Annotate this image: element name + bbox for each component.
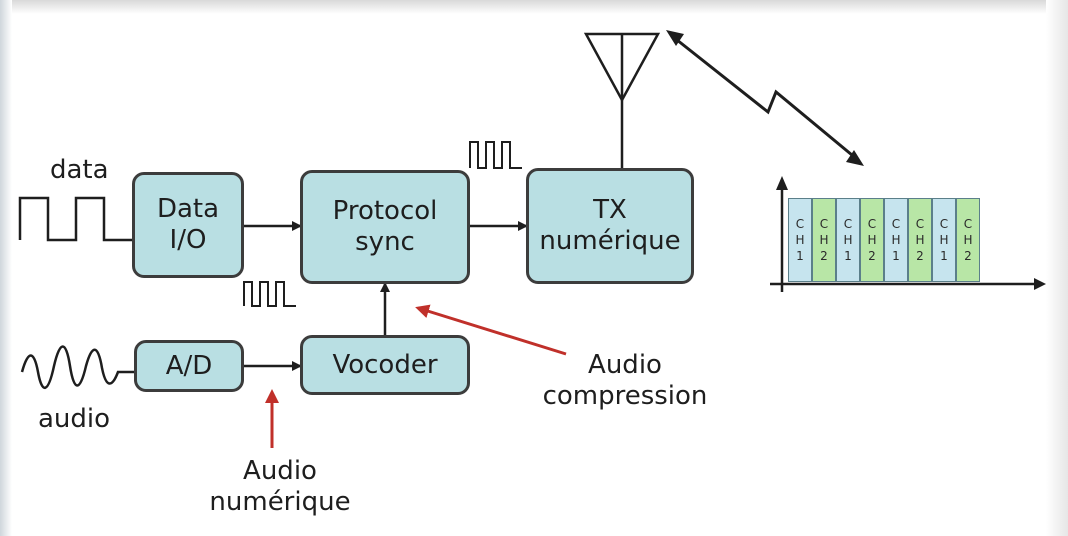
- tdma-slot-text: H: [939, 233, 949, 247]
- protocol-sync-label: Protocol sync: [332, 196, 438, 257]
- pulse-train-between-blocks: [243, 281, 296, 307]
- tdma-slot-text: H: [819, 233, 829, 247]
- slide-edge-right: [1046, 0, 1068, 536]
- antenna-icon: [583, 32, 661, 168]
- pulse-train-to-tx: [469, 141, 522, 169]
- audio-analog-wave: [20, 345, 134, 389]
- tx-numerique-label: TX numérique: [539, 195, 681, 256]
- slide-edge-top: [0, 0, 1068, 14]
- data-io-label: Data I/O: [156, 194, 220, 255]
- tdma-slot-text: H: [843, 233, 853, 247]
- tdma-slot-text: 2: [916, 249, 924, 263]
- tdma-slot-text: C: [867, 217, 877, 231]
- tdma-slot-text: C: [819, 217, 829, 231]
- tdma-slot-text: C: [963, 217, 973, 231]
- tdma-slot-text: 2: [868, 249, 876, 263]
- protocol-sync-block: Protocol sync: [300, 170, 470, 284]
- tdma-slot-text: C: [939, 217, 949, 231]
- audio-compression-label: Audio compression: [542, 350, 708, 411]
- tdma-slot-text: C: [891, 217, 901, 231]
- tdma-slot-text: 2: [820, 249, 828, 263]
- vocoder-label: Vocoder: [332, 349, 438, 380]
- radio-link-arrow: [666, 30, 864, 166]
- audio-input-label: audio: [38, 404, 111, 434]
- data-io-block: Data I/O: [132, 172, 244, 278]
- tdma-slot-text: 1: [940, 249, 948, 263]
- tdma-slot-text: H: [795, 233, 805, 247]
- tdma-slot-text: H: [891, 233, 901, 247]
- audio-numerique-label: Audio numérique: [209, 456, 351, 517]
- ad-converter-label: A/D: [165, 350, 213, 381]
- tdma-slot-text: 2: [964, 249, 972, 263]
- annotation-arrow-compression: [415, 304, 567, 356]
- tdma-axes: [770, 176, 1046, 292]
- tdma-slot-text: 1: [892, 249, 900, 263]
- tx-numerique-block: TX numérique: [526, 168, 694, 284]
- tdma-slot-text: C: [795, 217, 805, 231]
- tdma-slot-text: C: [915, 217, 925, 231]
- tdma-slot-text: 1: [844, 249, 852, 263]
- tdma-slot-text: 1: [796, 249, 804, 263]
- slide-edge-left: [0, 0, 12, 536]
- tdma-slot-text: H: [867, 233, 877, 247]
- tdma-slot-text: H: [963, 233, 973, 247]
- tdma-slot-text: C: [843, 217, 853, 231]
- data-input-label: data: [50, 155, 109, 185]
- tdma-slot-text: H: [915, 233, 925, 247]
- vocoder-block: Vocoder: [300, 335, 470, 395]
- ad-converter-block: A/D: [134, 340, 244, 392]
- data-square-wave: [18, 196, 132, 242]
